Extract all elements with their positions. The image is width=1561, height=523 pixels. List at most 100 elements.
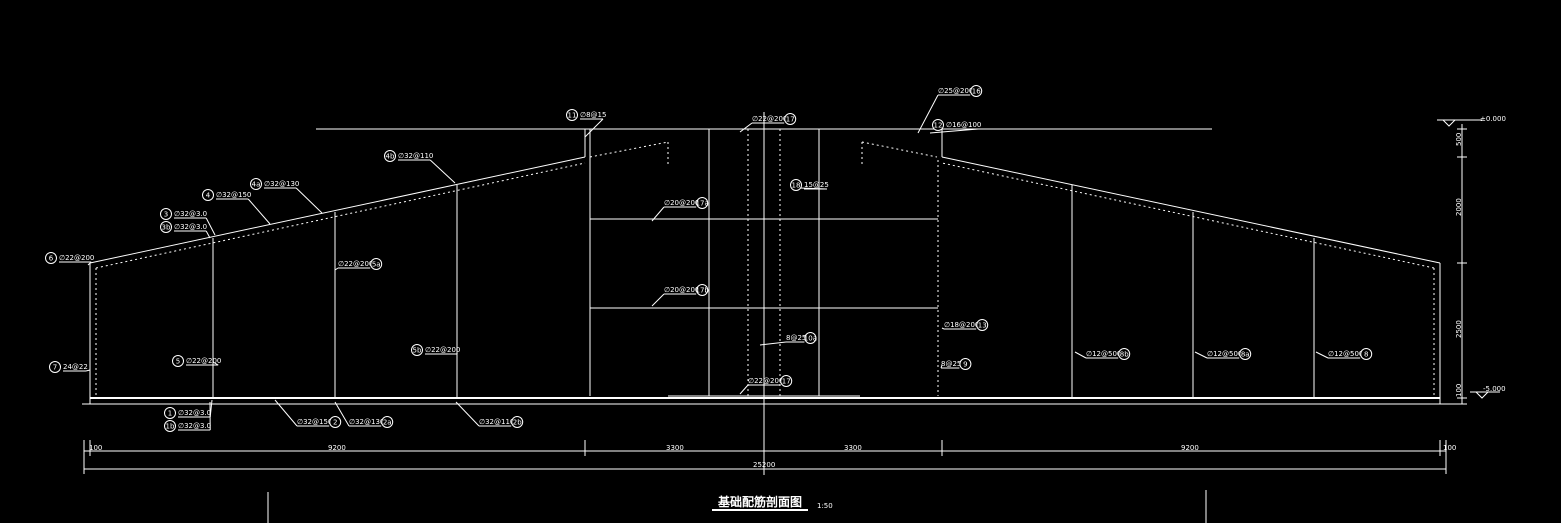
dim-total: 25200 bbox=[753, 461, 775, 469]
callout-tag: 3b bbox=[162, 224, 171, 232]
callout-tag: 9 bbox=[963, 361, 967, 369]
rebar-callout: ∅32@3.03 bbox=[160, 208, 216, 236]
callout-bubble bbox=[1118, 348, 1131, 360]
callout-bubble bbox=[329, 416, 342, 428]
callout-tag: 2a bbox=[383, 419, 392, 427]
callout-tag: 8a bbox=[1241, 351, 1250, 359]
drawing-title: 基础配筋剖面图 bbox=[717, 494, 802, 509]
left-roof-slope bbox=[89, 156, 586, 264]
callout-bubble bbox=[970, 85, 983, 97]
callout-bubble bbox=[381, 416, 394, 428]
callout-bubble bbox=[45, 252, 57, 264]
dim-right-2500: 2500 bbox=[1455, 320, 1463, 338]
rebar-callout: ∅32@3.01 bbox=[164, 399, 213, 419]
callout-spec: ∅32@3.0 bbox=[174, 223, 207, 231]
callout-tag: 8b bbox=[1120, 351, 1129, 359]
callout-spec: ∅12@500 bbox=[1086, 350, 1121, 358]
callout-leader bbox=[429, 159, 456, 184]
callout-tag: 12 bbox=[934, 122, 943, 130]
dim-bottom-9200-right: 9200 bbox=[1181, 444, 1199, 452]
callout-bubble bbox=[511, 416, 524, 428]
elevation-top-marker bbox=[1437, 119, 1482, 127]
callout-bubble bbox=[696, 284, 709, 296]
callout-tag: 1 bbox=[168, 410, 172, 418]
callout-tag: 10a bbox=[804, 335, 817, 343]
callout-bubble bbox=[384, 150, 396, 162]
callout-tag: 17 bbox=[786, 116, 795, 124]
dim-bottom-9200-left: 9200 bbox=[328, 444, 346, 452]
callout-tag: 8 bbox=[1364, 351, 1368, 359]
callout-leader bbox=[455, 401, 480, 427]
callout-spec: ∅18@200 bbox=[944, 321, 979, 329]
rebar-callouts: ∅8@1511∅22@20017∅25@20016∅16@10012∅32@11… bbox=[45, 85, 1373, 432]
right-inner-slope bbox=[861, 141, 938, 158]
rebar-callout: ∅32@3.01b bbox=[164, 401, 211, 432]
callout-leader bbox=[759, 341, 787, 346]
callout-spec: ∅22@200 bbox=[186, 357, 221, 365]
callout-spec: ∅22@200 bbox=[748, 377, 783, 385]
callout-bubble bbox=[164, 407, 176, 419]
callout-tag: 4a bbox=[252, 181, 261, 189]
callout-tag: 6 bbox=[49, 255, 54, 263]
callout-tag: 2b bbox=[513, 419, 522, 427]
left-inner-slope bbox=[589, 141, 669, 158]
callout-spec: ∅20@200 bbox=[664, 286, 699, 294]
callout-spec: ∅32@130 bbox=[349, 418, 384, 426]
callout-bubble bbox=[1239, 348, 1252, 360]
callout-leader bbox=[295, 187, 323, 214]
callout-spec: 24@22 bbox=[63, 363, 88, 371]
callout-bubble bbox=[411, 344, 423, 356]
callout-tag: 7 bbox=[53, 364, 57, 372]
dim-bottom-3300-right: 3300 bbox=[844, 444, 862, 452]
callout-leader bbox=[334, 401, 350, 427]
right-roof-rebar bbox=[941, 162, 1435, 269]
callout-tag: 17a bbox=[696, 200, 709, 208]
elevation-bottom: -5.000 bbox=[1483, 385, 1506, 393]
callout-spec: ∅22@200 bbox=[752, 115, 787, 123]
callout-leader bbox=[917, 94, 939, 134]
callout-tag: 11 bbox=[568, 112, 577, 120]
callout-bubble bbox=[932, 119, 944, 131]
callout-bubble bbox=[976, 319, 989, 331]
dim-right-100: 100 bbox=[1455, 384, 1463, 397]
callout-leader bbox=[85, 369, 91, 372]
callout-tag: 2 bbox=[333, 419, 337, 427]
callout-tag: 4b bbox=[386, 153, 395, 161]
callout-leader bbox=[274, 399, 298, 427]
callout-bubble bbox=[160, 221, 172, 233]
callout-leader bbox=[584, 118, 604, 138]
callout-leader bbox=[651, 293, 665, 307]
callout-spec: ∅32@130 bbox=[264, 180, 299, 188]
callout-leader bbox=[1315, 351, 1329, 359]
callout-bubble bbox=[696, 197, 709, 209]
left-roof-rebar bbox=[95, 162, 586, 269]
callout-spec: ∅20@200 bbox=[664, 199, 699, 207]
callout-tag: 17b bbox=[696, 287, 710, 295]
callout-leader bbox=[205, 217, 216, 236]
callout-spec: ∅32@110 bbox=[398, 152, 433, 160]
callout-spec: ∅22@200 bbox=[425, 346, 460, 354]
drawing-scale: 1:50 bbox=[817, 502, 833, 510]
callout-bubble bbox=[164, 420, 176, 432]
dim-right-2000: 2000 bbox=[1455, 198, 1463, 216]
callout-spec: 15@25 bbox=[804, 181, 829, 189]
callout-leader bbox=[205, 230, 211, 239]
callout-spec: ∅32@110 bbox=[479, 418, 514, 426]
callout-tag: 1b bbox=[166, 423, 175, 431]
callout-tag: 4 bbox=[206, 192, 211, 200]
callout-leader bbox=[739, 384, 749, 395]
